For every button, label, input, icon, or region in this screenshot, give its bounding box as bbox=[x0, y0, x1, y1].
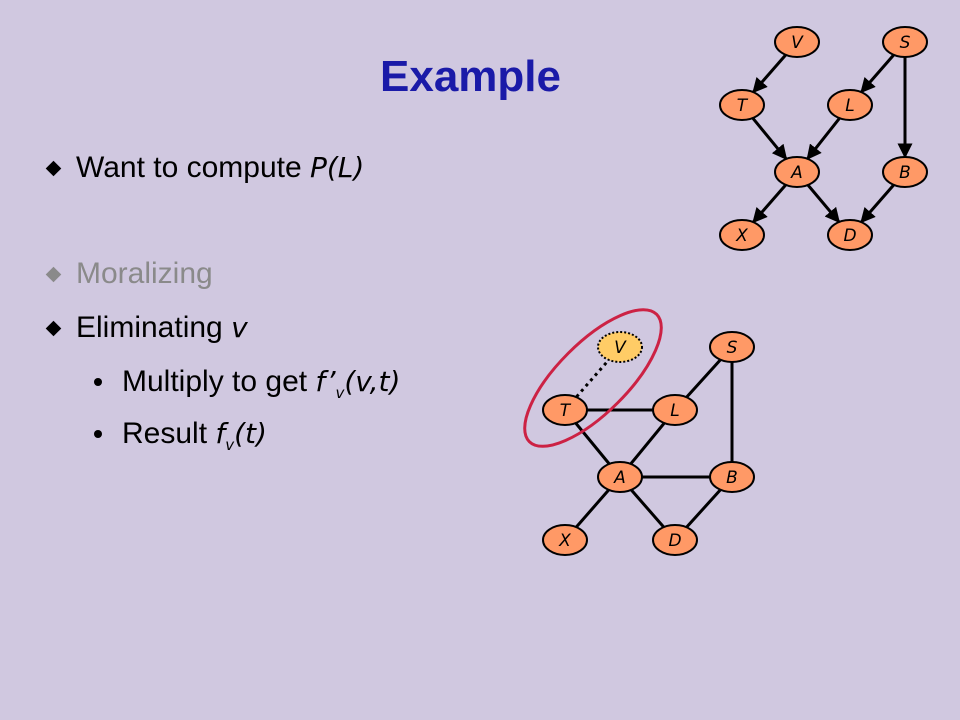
edge-S-L bbox=[860, 53, 895, 94]
node-label: X bbox=[558, 531, 571, 551]
node-label: T bbox=[737, 96, 749, 116]
node-ellipse bbox=[542, 394, 588, 426]
node-D: D bbox=[652, 524, 698, 556]
node-ellipse bbox=[882, 26, 928, 58]
factor-args: (t) bbox=[234, 417, 267, 450]
node-ellipse bbox=[774, 156, 820, 188]
node-S: S bbox=[709, 331, 755, 363]
node-label: B bbox=[726, 468, 738, 488]
edge-V-T bbox=[752, 53, 787, 94]
node-label: D bbox=[843, 226, 856, 246]
node-label: X bbox=[735, 226, 748, 246]
edge-A-X bbox=[752, 183, 787, 224]
node-ellipse bbox=[652, 524, 698, 556]
node-ellipse bbox=[652, 394, 698, 426]
node-V: V bbox=[597, 331, 643, 363]
node-label: L bbox=[845, 96, 854, 116]
edge-L-A bbox=[806, 117, 841, 160]
node-label: D bbox=[668, 531, 681, 551]
node-ellipse bbox=[597, 331, 643, 363]
node-ellipse bbox=[719, 219, 765, 251]
node-label: A bbox=[613, 468, 626, 488]
node-label: T bbox=[560, 401, 572, 421]
node-ellipse bbox=[597, 461, 643, 493]
bullet-text: Want to compute bbox=[76, 151, 310, 184]
sub-bullet-text: Multiply to get bbox=[122, 365, 316, 398]
node-label: V bbox=[614, 338, 627, 358]
node-T: T bbox=[719, 89, 765, 121]
node-ellipse bbox=[827, 89, 873, 121]
node-S: S bbox=[882, 26, 928, 58]
factor-args: (v,t) bbox=[344, 365, 401, 398]
node-ellipse bbox=[774, 26, 820, 58]
node-label: A bbox=[790, 163, 803, 183]
elimination-highlight-ellipse bbox=[523, 308, 663, 448]
moral-graph: V S T L A B X D bbox=[523, 308, 755, 556]
node-ellipse bbox=[827, 219, 873, 251]
node-T: T bbox=[542, 394, 588, 426]
node-ellipse bbox=[709, 331, 755, 363]
bullet-math: v bbox=[231, 311, 248, 344]
slide-title: Example bbox=[380, 52, 561, 101]
node-X: X bbox=[542, 524, 588, 556]
bullet-text: Moralizing bbox=[76, 257, 213, 290]
node-ellipse bbox=[719, 89, 765, 121]
node-ellipse bbox=[709, 461, 755, 493]
node-A: A bbox=[774, 156, 820, 188]
factor-name: f bbox=[215, 417, 226, 450]
node-B: B bbox=[709, 461, 755, 493]
node-label: V bbox=[791, 33, 804, 53]
edge-T-A bbox=[751, 117, 788, 161]
node-ellipse bbox=[882, 156, 928, 188]
node-L: L bbox=[652, 394, 698, 426]
bullet-text: Eliminating bbox=[76, 311, 232, 344]
directed-graph: V S T L A B X D bbox=[719, 26, 928, 251]
edge-B-D bbox=[860, 183, 895, 224]
node-V: V bbox=[774, 26, 820, 58]
node-ellipse bbox=[542, 524, 588, 556]
node-label: L bbox=[670, 401, 679, 421]
node-L: L bbox=[827, 89, 873, 121]
node-D: D bbox=[827, 219, 873, 251]
node-B: B bbox=[882, 156, 928, 188]
node-label: S bbox=[900, 33, 911, 53]
node-A: A bbox=[597, 461, 643, 493]
node-X: X bbox=[719, 219, 765, 251]
factor-subscript: v bbox=[335, 384, 345, 402]
dot-bullet-icon bbox=[94, 378, 102, 386]
node-label: S bbox=[727, 338, 738, 358]
factor-subscript: v bbox=[225, 436, 235, 454]
factor-name: f’ bbox=[315, 365, 336, 398]
dot-bullet-icon bbox=[94, 430, 102, 438]
bullet-math: P(L) bbox=[310, 151, 365, 184]
node-label: B bbox=[899, 163, 911, 183]
edge-A-D bbox=[806, 184, 841, 224]
sub-bullet-text: Result bbox=[122, 417, 216, 450]
